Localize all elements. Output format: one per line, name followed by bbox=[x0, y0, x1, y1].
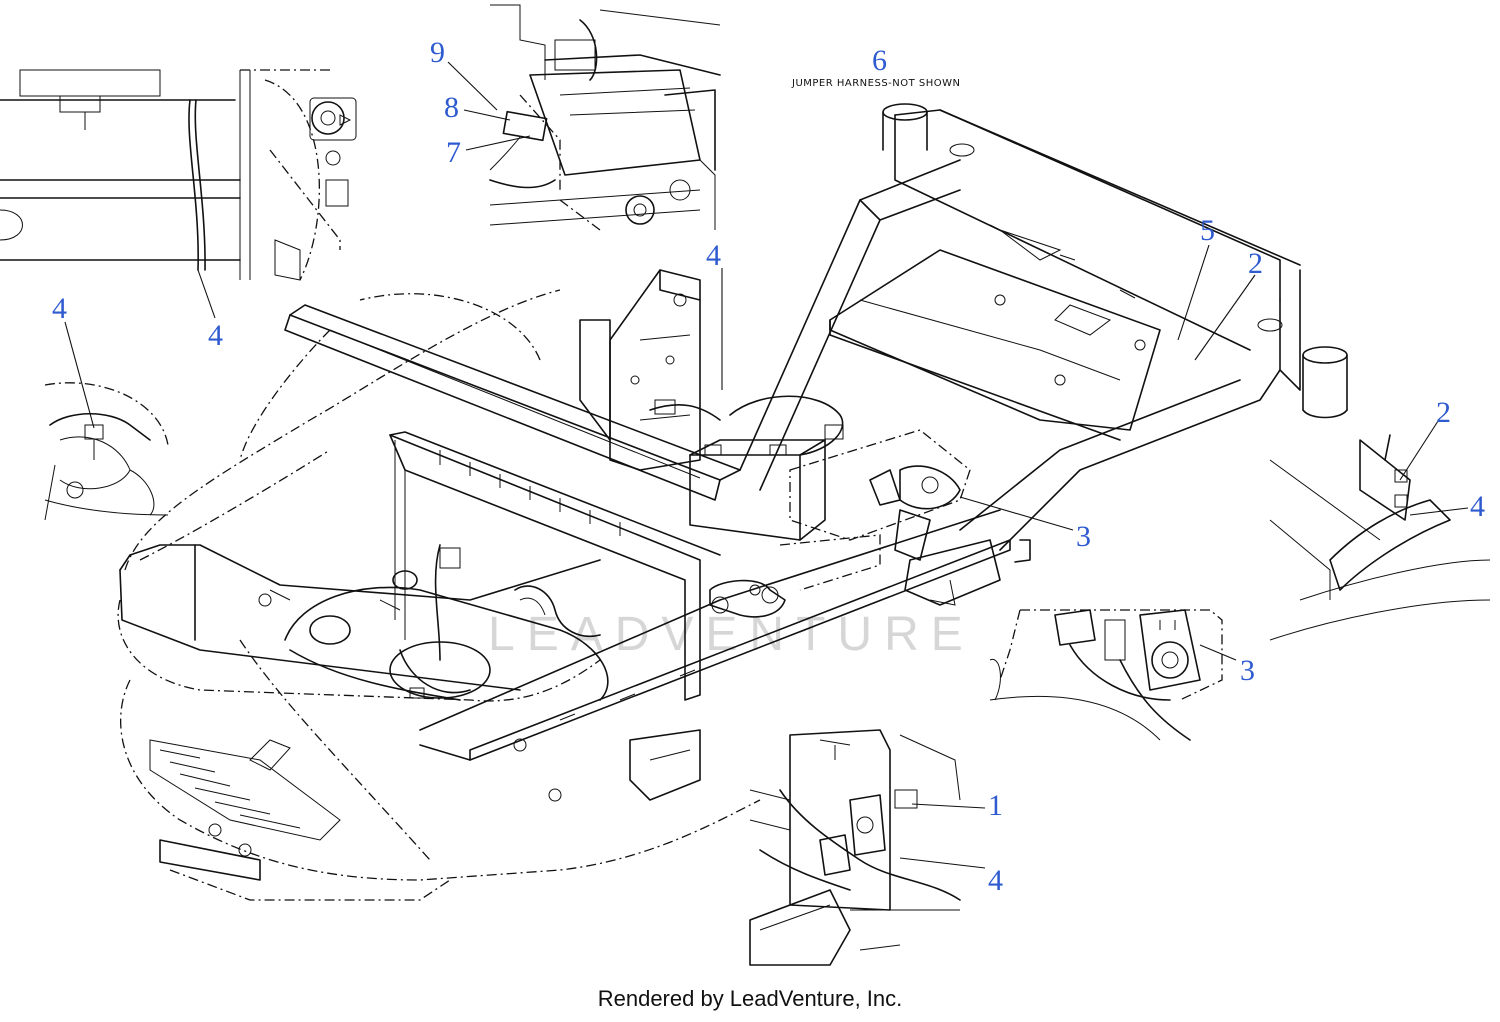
inset-top-left bbox=[0, 69, 357, 281]
callout-2-right: 2 bbox=[1436, 396, 1451, 429]
grille bbox=[149, 739, 341, 881]
callout-4-right: 4 bbox=[1470, 490, 1485, 523]
callout-4-left: 4 bbox=[52, 292, 67, 325]
jumper-harness-note: JUMPER HARNESS-NOT SHOWN bbox=[791, 78, 961, 89]
leader-4-topleft bbox=[197, 269, 216, 319]
leader-4-bottom bbox=[899, 857, 986, 869]
inset-left bbox=[44, 382, 169, 521]
leader-8 bbox=[463, 109, 511, 121]
leader-1 bbox=[911, 803, 986, 809]
watermark: LEADVENTURE bbox=[488, 608, 975, 661]
inset-top-center bbox=[489, 4, 721, 231]
inset-right bbox=[1269, 434, 1491, 641]
callout-4-center: 4 bbox=[706, 239, 721, 272]
leader-4-left bbox=[64, 321, 95, 429]
callout-8: 8 bbox=[444, 91, 459, 124]
callout-1: 1 bbox=[988, 789, 1003, 822]
leader-5 bbox=[1177, 244, 1210, 341]
leader-3-right bbox=[1199, 644, 1237, 661]
footer-credit: Rendered by LeadVenture, Inc. bbox=[597, 986, 903, 1011]
leader-3-center bbox=[959, 496, 1074, 531]
leader-2-right bbox=[1399, 417, 1441, 481]
leader-2-frame bbox=[1194, 274, 1256, 361]
callout-4-bottom: 4 bbox=[988, 864, 1003, 897]
main-frame bbox=[117, 103, 1348, 901]
callout-3-right: 3 bbox=[1240, 654, 1255, 687]
battery bbox=[689, 439, 826, 541]
callout-9: 9 bbox=[430, 36, 445, 69]
callout-6: 6 bbox=[872, 44, 887, 77]
callout-7: 7 bbox=[446, 136, 461, 169]
leader-9 bbox=[447, 61, 498, 111]
callout-2-frame: 2 bbox=[1248, 247, 1263, 280]
callout-5: 5 bbox=[1200, 214, 1215, 247]
inset-right-middle bbox=[989, 609, 1223, 741]
leader-7 bbox=[465, 135, 531, 151]
leader-4-right bbox=[1409, 507, 1469, 516]
callout-3-center: 3 bbox=[1076, 520, 1091, 553]
callout-4-topleft: 4 bbox=[208, 319, 223, 352]
inset-bottom-center bbox=[749, 729, 961, 966]
